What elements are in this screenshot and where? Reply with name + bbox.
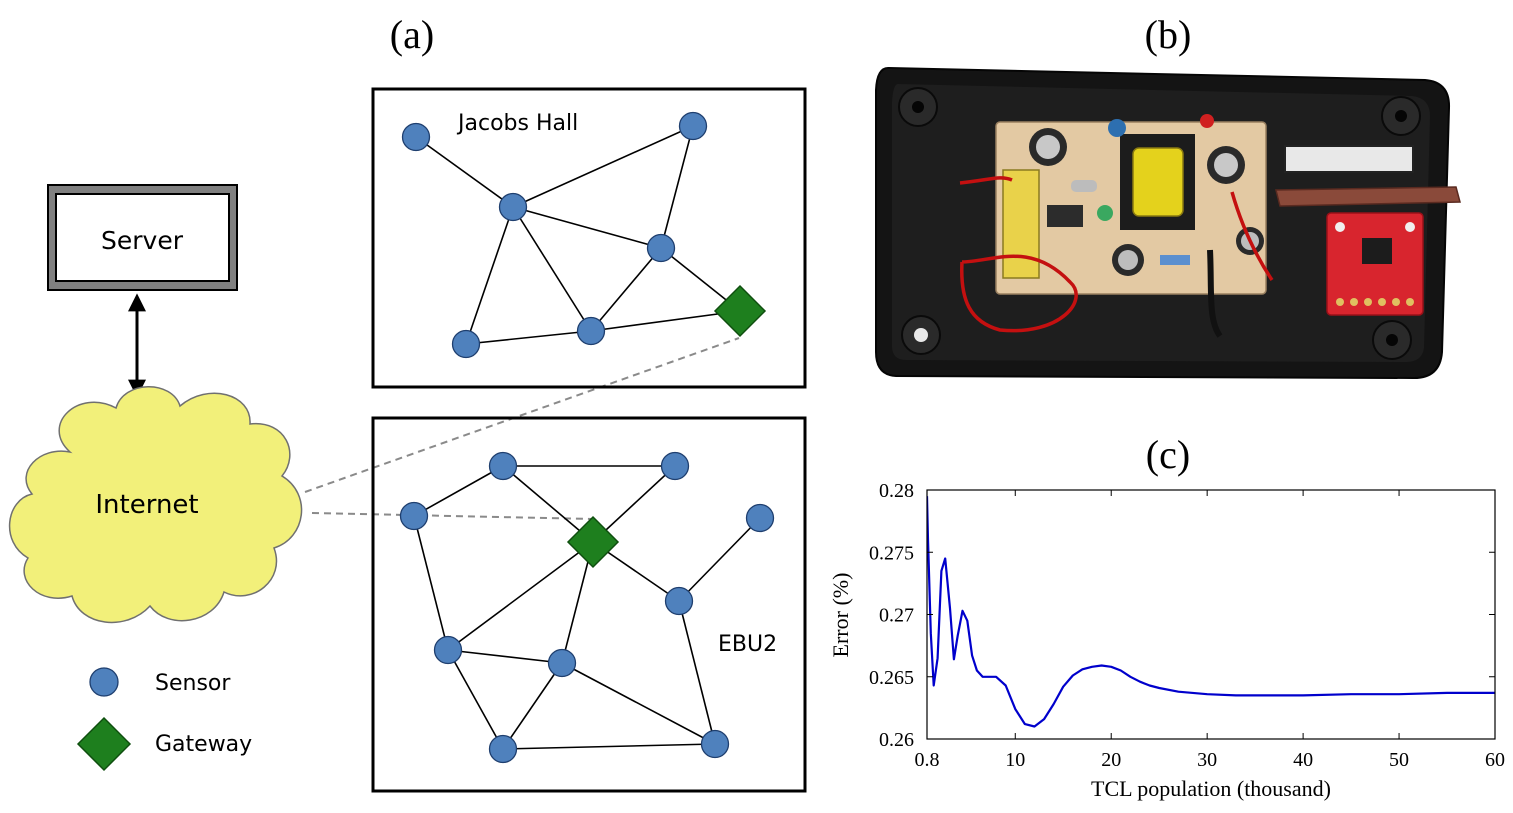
building-box-bottom <box>371 416 807 793</box>
gateway-node <box>566 515 620 569</box>
x-tick-label: 10 <box>1005 749 1025 771</box>
nodes-top <box>401 111 767 359</box>
legend-sensor-label: Sensor <box>155 671 231 696</box>
x-axis-label: TCL population (thousand) <box>1091 776 1331 801</box>
server-box: Server <box>47 184 238 291</box>
x-tick-label: 30 <box>1197 749 1217 771</box>
sensor-node <box>646 233 676 263</box>
sensor-node <box>576 316 606 346</box>
server-label: Server <box>101 226 184 255</box>
device-photo <box>875 66 1461 380</box>
sensor-node <box>678 111 708 141</box>
edges-bottom <box>413 465 761 750</box>
sensor-node <box>399 501 429 531</box>
chart-marks: 0.8 10 20 30 40 50 60 0.26 0.265 0.27 0.275 0.28 <box>869 480 1505 771</box>
sensor-node <box>745 503 775 533</box>
edges-top <box>415 125 741 345</box>
y-tick-label: 0.27 <box>879 605 914 627</box>
x-tick-label: 50 <box>1389 749 1409 771</box>
sensor-node <box>547 648 577 678</box>
network-diagram: Server Internet Jacobs Hall <box>8 87 807 793</box>
legend-gateway-label: Gateway <box>155 732 252 757</box>
sensor-node <box>498 192 528 222</box>
building-label-bottom: EBU2 <box>718 632 777 657</box>
panel-label-c: (c) <box>1146 432 1190 477</box>
gateway-node <box>713 284 767 338</box>
building-box-top <box>371 87 807 389</box>
x-tick-label: 60 <box>1485 749 1505 771</box>
internet-label: Internet <box>95 490 198 520</box>
sensor-node <box>700 729 730 759</box>
panel-label-b: (b) <box>1145 12 1192 57</box>
sensor-node <box>488 734 518 764</box>
y-tick-label: 0.265 <box>869 667 914 689</box>
legend-gateway-icon <box>76 716 132 772</box>
y-axis-label: Error (%) <box>828 573 853 658</box>
y-tick-label: 0.26 <box>879 729 914 751</box>
error-chart: 0.8 10 20 30 40 50 60 0.26 0.265 0.27 0.275 0.28 TC… <box>828 480 1505 801</box>
internet-cloud: Internet <box>8 386 303 624</box>
x-tick-label: 40 <box>1293 749 1313 771</box>
legend: Sensor Gateway <box>76 667 252 772</box>
y-tick-label: 0.275 <box>869 542 914 564</box>
panel-label-a: (a) <box>390 12 434 57</box>
sensor-node <box>488 451 518 481</box>
sensor-node <box>433 635 463 665</box>
dashed-link-top <box>304 337 740 493</box>
building-label-top: Jacobs Hall <box>456 111 578 136</box>
legend-sensor-icon <box>89 667 119 697</box>
x-tick-label: 0.8 <box>915 749 940 771</box>
sensor-node <box>401 122 431 152</box>
dashed-link-bottom <box>311 512 594 520</box>
x-tick-label: 20 <box>1101 749 1121 771</box>
series-line-0 <box>927 496 1495 728</box>
plot-frame <box>926 489 1496 740</box>
y-tick-label: 0.28 <box>879 480 914 502</box>
sensor-node <box>664 586 694 616</box>
sensor-node <box>660 451 690 481</box>
sensor-node <box>451 329 481 359</box>
nodes-bottom <box>399 451 775 764</box>
